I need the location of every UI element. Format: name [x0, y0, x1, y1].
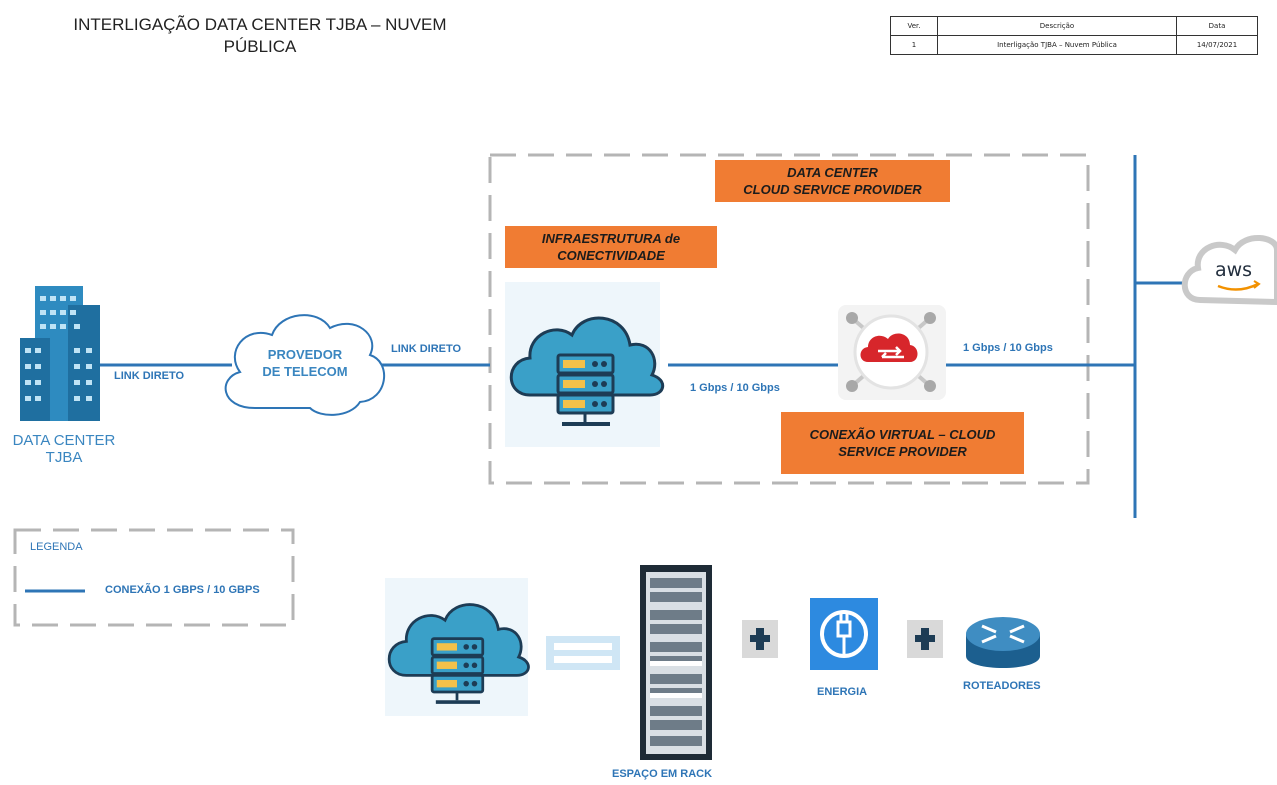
link-direto-label-1: LINK DIRETO: [114, 370, 185, 382]
virtual-connection-line2: SERVICE PROVIDER: [838, 444, 967, 459]
infra-line1: INFRAESTRUTURA de: [541, 231, 681, 246]
datacenter-tjba-line1: DATA CENTER: [12, 432, 116, 449]
infra-label: INFRAESTRUTURA de CONECTIVIDADE: [505, 226, 717, 268]
telecom-cloud-icon: [224, 314, 386, 416]
legend-box: [13, 528, 295, 627]
csp-datacenter-boundary: [488, 153, 1090, 485]
datacenter-building-icon: [20, 286, 100, 421]
rack-label: ESPAÇO EM RACK: [612, 768, 713, 780]
revision-header-row: Ver. Descrição Data: [890, 16, 1258, 36]
routers-label: ROTEADORES: [963, 680, 1041, 692]
cell-data: 14/07/2021: [1176, 35, 1258, 55]
infra-line2: CONECTIVIDADE: [557, 248, 665, 263]
revision-table: Ver. Descrição Data 1 Interligação TJBA …: [890, 16, 1258, 55]
legend-item-label: CONEXÃO 1 GBPS / 10 GBPS: [105, 584, 260, 596]
energy-label: ENERGIA: [817, 686, 868, 698]
revision-row: 1 Interligação TJBA – Nuvem Pública 14/0…: [890, 35, 1258, 55]
virtual-connection-line1: CONEXÃO VIRTUAL – CLOUD: [809, 427, 996, 442]
virtual-connection-label: CONEXÃO VIRTUAL – CLOUD SERVICE PROVIDER: [781, 412, 1024, 474]
cell-descricao: Interligação TJBA – Nuvem Pública: [937, 35, 1177, 55]
aws-logo-text: aws: [1215, 259, 1253, 281]
server-rack-icon: [640, 565, 712, 760]
aws-cloud-icon: [1181, 234, 1277, 306]
plus-icon-2: [907, 620, 943, 658]
title-line-1: INTERLIGAÇÃO DATA CENTER TJBA – NUVEM: [73, 15, 447, 34]
telecom-line2: DE TELECOM: [262, 364, 348, 379]
datacenter-tjba-label: DATA CENTER TJBA: [0, 432, 128, 466]
speed-label-2: 1 Gbps / 10 Gbps: [963, 342, 1053, 354]
datacenter-tjba-line2: TJBA: [45, 449, 83, 466]
telecom-label: PROVEDOR DE TELECOM: [250, 346, 360, 380]
virtual-connection-icon: [838, 305, 946, 400]
legend-title: LEGENDA: [30, 541, 83, 553]
page-title: INTERLIGAÇÃO DATA CENTER TJBA – NUVEM PÚ…: [20, 14, 500, 58]
energy-icon: [810, 598, 878, 670]
csp-datacenter-line2: CLOUD SERVICE PROVIDER: [743, 182, 922, 197]
telecom-line1: PROVEDOR: [267, 347, 343, 362]
speed-label-1: 1 Gbps / 10 Gbps: [690, 382, 780, 394]
csp-datacenter-label: DATA CENTER CLOUD SERVICE PROVIDER: [715, 160, 950, 202]
title-line-2: PÚBLICA: [223, 37, 297, 56]
equals-icon: [546, 636, 620, 670]
router-icon: [966, 617, 1040, 668]
plus-icon-1: [742, 620, 778, 658]
csp-datacenter-line1: DATA CENTER: [787, 165, 878, 180]
connection-lines: [25, 155, 1190, 593]
link-direto-label-2: LINK DIRETO: [391, 343, 462, 355]
